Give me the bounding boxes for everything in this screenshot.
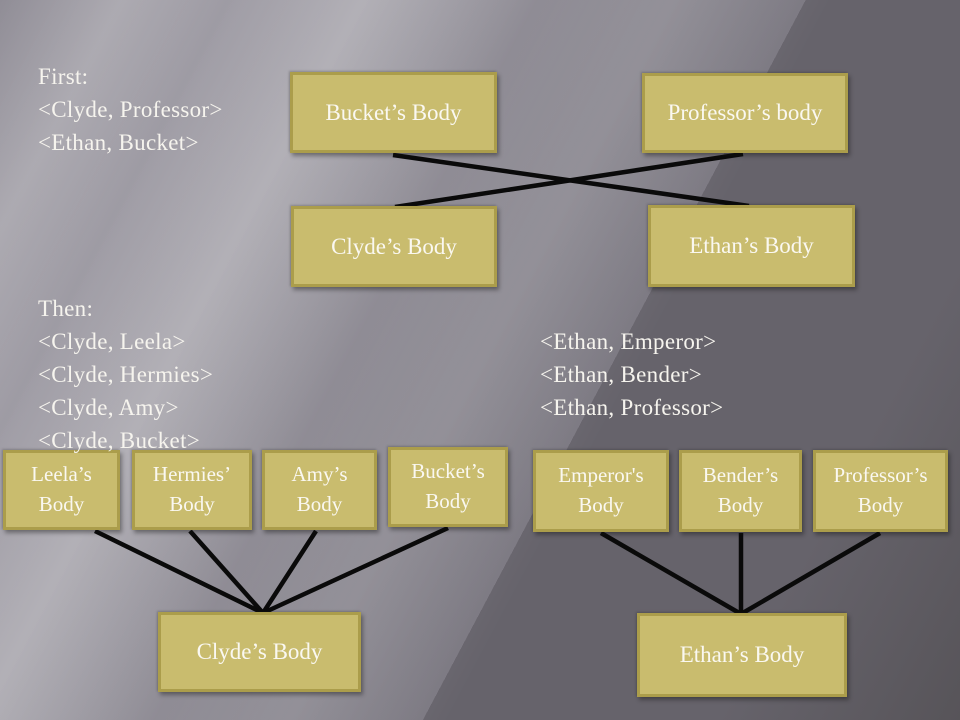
annotation-then-right-line: <Ethan, Professor> xyxy=(540,395,724,420)
connector-emperor-small-to-ethan-bottom xyxy=(599,531,743,616)
annotation-then-line: <Clyde, Hermies> xyxy=(38,362,214,387)
connector-leela-small-to-clyde-bottom xyxy=(94,528,264,616)
node-hermies-small: Hermies’ Body xyxy=(132,450,252,530)
annotation-then-title: Then: xyxy=(38,296,94,321)
node-clyde-mid: Clyde’s Body xyxy=(291,206,497,287)
annotation-first-title: First: xyxy=(38,64,89,89)
node-ethan-bottom: Ethan’s Body xyxy=(637,613,847,697)
annotation-then-line: <Clyde, Leela> xyxy=(38,329,186,354)
annotation-then-right-line: <Ethan, Emperor> xyxy=(540,329,717,354)
annotation-then-line: <Clyde, Amy> xyxy=(38,395,179,420)
annotation-then-right: <Ethan, Emperor> <Ethan, Bender> <Ethan,… xyxy=(540,325,723,424)
connector-professor-small-to-ethan-bottom xyxy=(739,531,882,616)
node-emperor-small: Emperor's Body xyxy=(533,450,669,532)
annotation-first: First: <Clyde, Professor> <Ethan, Bucket… xyxy=(38,60,223,159)
node-amy-small: Amy’s Body xyxy=(262,450,377,530)
annotation-then-left: Then: <Clyde, Leela> <Clyde, Hermies> <C… xyxy=(38,292,213,457)
node-bucket-top: Bucket’s Body xyxy=(290,72,497,153)
annotation-first-line: <Clyde, Professor> xyxy=(38,97,223,122)
node-ethan-mid: Ethan’s Body xyxy=(648,205,855,287)
node-clyde-bottom: Clyde’s Body xyxy=(158,612,361,692)
node-bender-small: Bender’s Body xyxy=(679,450,802,532)
annotation-then-right-line: <Ethan, Bender> xyxy=(540,362,703,387)
node-bucket-small: Bucket’s Body xyxy=(388,447,508,527)
annotation-first-line: <Ethan, Bucket> xyxy=(38,130,199,155)
node-professor-top: Professor’s body xyxy=(642,73,848,153)
node-professor-small: Professor’s Body xyxy=(813,450,948,532)
connector-bucket-small-to-clyde-bottom xyxy=(262,525,449,616)
connector-hermies-small-to-clyde-bottom xyxy=(188,529,265,615)
connector-amy-small-to-clyde-bottom xyxy=(261,529,318,615)
connector-bucket-top-to-ethan-mid xyxy=(392,152,750,209)
connector-professor-top-to-clyde-mid xyxy=(394,151,744,210)
annotation-then-line: <Clyde, Bucket> xyxy=(38,428,201,453)
node-leela-small: Leela’s Body xyxy=(3,450,120,530)
